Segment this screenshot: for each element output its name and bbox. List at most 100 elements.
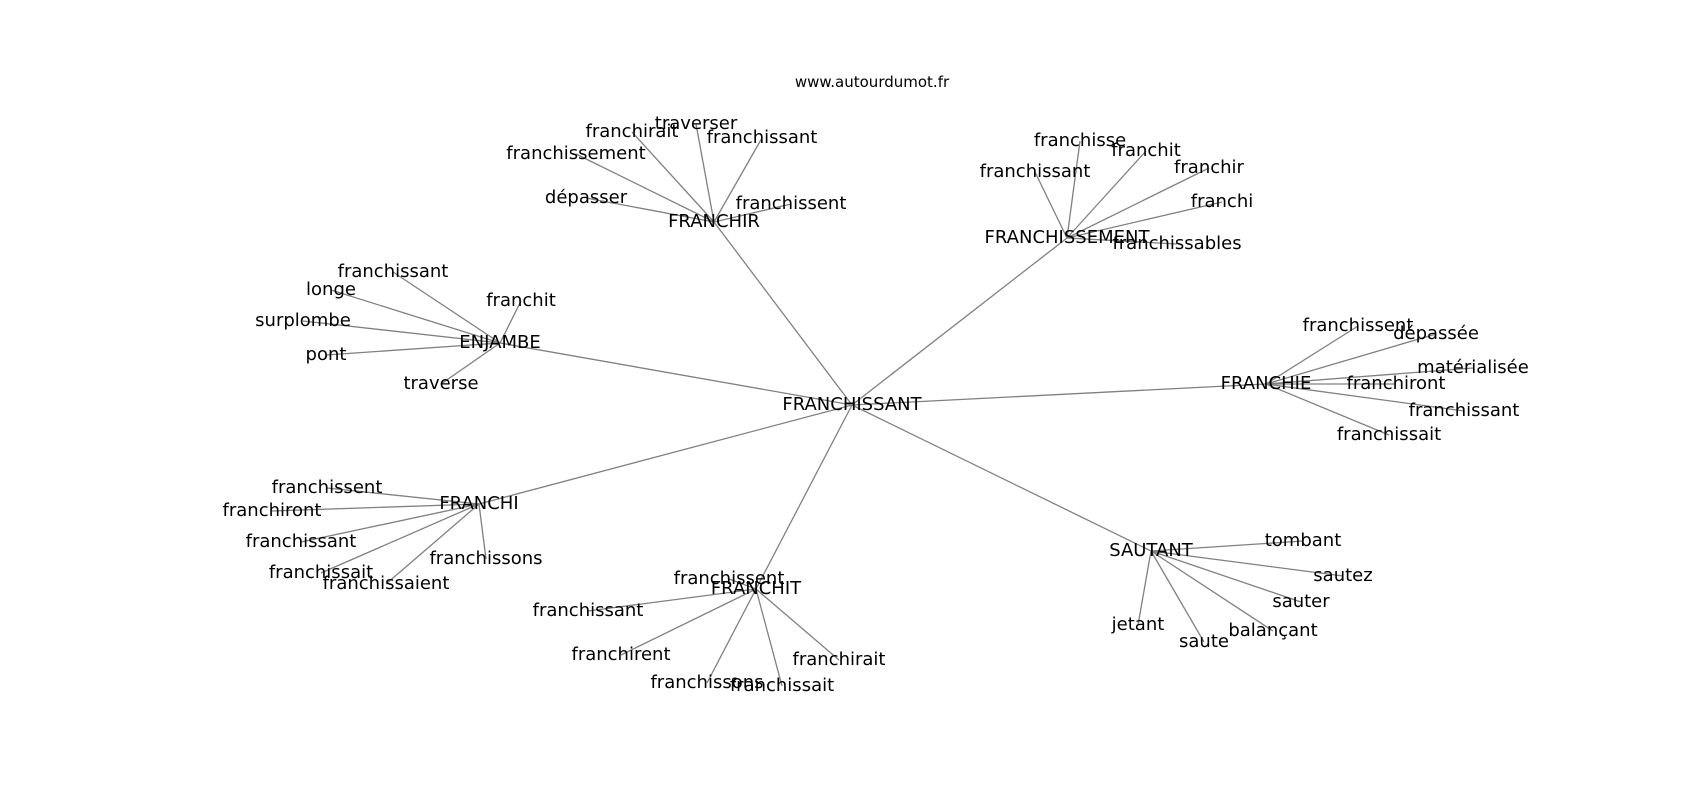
hub-node-sautant[interactable]: SAUTANT [1109, 540, 1194, 561]
leaf-node-franchit-franchirait[interactable]: franchirait [793, 649, 886, 670]
hub-node-franchissement[interactable]: FRANCHISSEMENT [985, 227, 1151, 248]
edge-enjambe-traverse [440, 342, 501, 385]
edge-franchissement-franchi [1066, 201, 1223, 239]
leaf-node-franchi-franchissaient[interactable]: franchissaient [323, 573, 450, 594]
edge-franchissement-franchir [1066, 167, 1210, 239]
edge-sautant-sauter [1150, 550, 1302, 603]
edge-center-franchie [851, 383, 1267, 406]
leaf-node-franchir-franchissent[interactable]: franchissent [736, 193, 847, 214]
edge-center-sautant [851, 404, 1152, 552]
hub-node-franchir[interactable]: FRANCHIR [668, 211, 760, 232]
leaf-node-enjambe-longe[interactable]: longe [306, 279, 356, 300]
center-node-label[interactable]: FRANCHISSANT [782, 394, 922, 415]
edge-center-franchi [478, 404, 853, 505]
graph-labels: www.autourdumot.fr FRANCHISSANT FRANCHIR t… [223, 73, 1529, 696]
edge-franchissement-franchissables [1066, 237, 1178, 245]
leaf-node-sautant-saute[interactable]: saute [1179, 631, 1229, 652]
edge-franchissement-franchisse [1066, 140, 1081, 239]
leaf-node-franchissement-franchir[interactable]: franchir [1174, 157, 1244, 178]
leaf-node-franchissement-franchissant[interactable]: franchissant [980, 161, 1091, 182]
leaf-node-franchit-franchissent[interactable]: franchissent [674, 568, 785, 589]
edge-franchir-depasser [585, 197, 715, 223]
leaf-node-franchit-franchissait[interactable]: franchissait [730, 675, 834, 696]
edge-franchir-franchirait [631, 131, 715, 223]
edge-franchit-franchirait [755, 588, 840, 661]
leaf-node-franchie-depassee[interactable]: dépassée [1393, 323, 1479, 344]
edge-franchi-franchiront [271, 503, 480, 512]
edge-enjambe-franchissant [392, 271, 501, 344]
leaf-node-franchi-franchiront[interactable]: franchiront [223, 500, 322, 521]
leaf-node-enjambe-pont[interactable]: pont [306, 344, 347, 365]
edge-sautant-sautez [1150, 550, 1344, 577]
edge-franchir-franchissent [713, 203, 792, 223]
edge-sautant-jetant [1137, 550, 1152, 626]
leaf-node-franchi-franchissons[interactable]: franchissons [429, 548, 542, 569]
leaf-node-franchie-franchissent[interactable]: franchissent [1303, 315, 1414, 336]
leaf-node-sautant-tombant[interactable]: tombant [1265, 530, 1342, 551]
edge-franchir-franchissant [713, 137, 763, 223]
leaf-node-franchie-franchissant[interactable]: franchissant [1409, 400, 1520, 421]
hub-node-enjambe[interactable]: ENJAMBE [459, 332, 540, 353]
leaf-node-franchir-traverser[interactable]: traverser [655, 113, 738, 134]
edge-sautant-balancant [1150, 550, 1274, 632]
leaf-node-franchissement-franchissables[interactable]: franchissables [1112, 233, 1241, 254]
leaf-node-enjambe-traverse[interactable]: traverse [403, 373, 478, 394]
graph-edges [271, 123, 1474, 687]
leaf-node-franchi-franchissant[interactable]: franchissant [246, 531, 357, 552]
site-label[interactable]: www.autourdumot.fr [795, 73, 950, 91]
edge-franchi-franchissaient [385, 503, 480, 585]
hub-node-franchie[interactable]: FRANCHIE [1221, 373, 1312, 394]
edge-franchi-franchissons [478, 503, 487, 560]
edge-franchie-materialisee [1265, 367, 1474, 385]
edge-franchir-franchissement [575, 153, 715, 223]
edge-enjambe-surplombe [302, 320, 501, 344]
edge-franchit-franchissait [755, 588, 783, 687]
edge-franchie-franchissait [1265, 383, 1390, 436]
leaf-node-sautant-sauter[interactable]: sauter [1272, 591, 1330, 612]
edge-enjambe-franchit [499, 300, 522, 344]
leaf-node-franchissement-franchi[interactable]: franchi [1191, 191, 1253, 212]
leaf-node-franchir-franchirait[interactable]: franchirait [586, 121, 679, 142]
edge-center-franchissement [851, 237, 1068, 406]
leaf-node-sautant-jetant[interactable]: jetant [1111, 614, 1165, 635]
leaf-node-franchie-franchiront[interactable]: franchiront [1347, 373, 1446, 394]
edge-franchir-traverser [695, 123, 715, 223]
hub-node-franchit[interactable]: FRANCHIT [711, 578, 802, 599]
leaf-node-franchir-franchissant[interactable]: franchissant [707, 127, 818, 148]
edge-franchit-franchissent [728, 578, 757, 590]
edge-enjambe-pont [325, 342, 501, 356]
edge-franchie-franchissant [1265, 383, 1465, 412]
leaf-node-enjambe-franchit[interactable]: franchit [486, 290, 556, 311]
leaf-node-sautant-balancant[interactable]: balançant [1228, 620, 1317, 641]
leaf-node-sautant-sautez[interactable]: sautez [1313, 565, 1372, 586]
edge-sautant-saute [1150, 550, 1205, 643]
edge-franchi-franchissant [300, 503, 480, 543]
edge-franchit-franchissons [706, 588, 757, 684]
leaf-node-enjambe-surplombe[interactable]: surplombe [255, 310, 351, 331]
leaf-node-franchir-depasser[interactable]: dépasser [545, 187, 628, 208]
edge-center-franchit [755, 404, 853, 590]
edge-franchie-depassee [1265, 333, 1437, 385]
edge-franchissement-franchit [1066, 150, 1147, 239]
edge-franchie-franchissent [1265, 325, 1359, 385]
edge-franchit-franchissant [587, 588, 757, 612]
leaf-node-franchit-franchissant[interactable]: franchissant [533, 600, 644, 621]
leaf-node-franchit-franchirent[interactable]: franchirent [571, 644, 670, 665]
leaf-node-enjambe-franchissant[interactable]: franchissant [338, 261, 449, 282]
leaf-node-franchi-franchissait[interactable]: franchissait [269, 562, 373, 583]
edge-enjambe-longe [330, 289, 501, 344]
edge-center-franchir [713, 221, 853, 406]
leaf-node-franchir-franchissement[interactable]: franchissement [506, 143, 645, 164]
edge-sautant-tombant [1150, 540, 1304, 552]
edge-franchit-franchirent [620, 588, 757, 656]
leaf-node-franchissement-franchisse[interactable]: franchisse [1034, 130, 1126, 151]
edge-franchi-franchissait [320, 503, 480, 574]
hub-node-franchi[interactable]: FRANCHI [439, 493, 518, 514]
leaf-node-franchi-franchissent[interactable]: franchissent [272, 477, 383, 498]
leaf-node-franchie-franchissait[interactable]: franchissait [1337, 424, 1441, 445]
leaf-node-franchie-materialisee[interactable]: matérialisée [1417, 357, 1529, 378]
leaf-node-franchit-franchissons[interactable]: franchissons [650, 672, 763, 693]
edge-franchissement-franchissant [1034, 171, 1068, 239]
leaf-node-franchissement-franchit[interactable]: franchit [1111, 140, 1181, 161]
